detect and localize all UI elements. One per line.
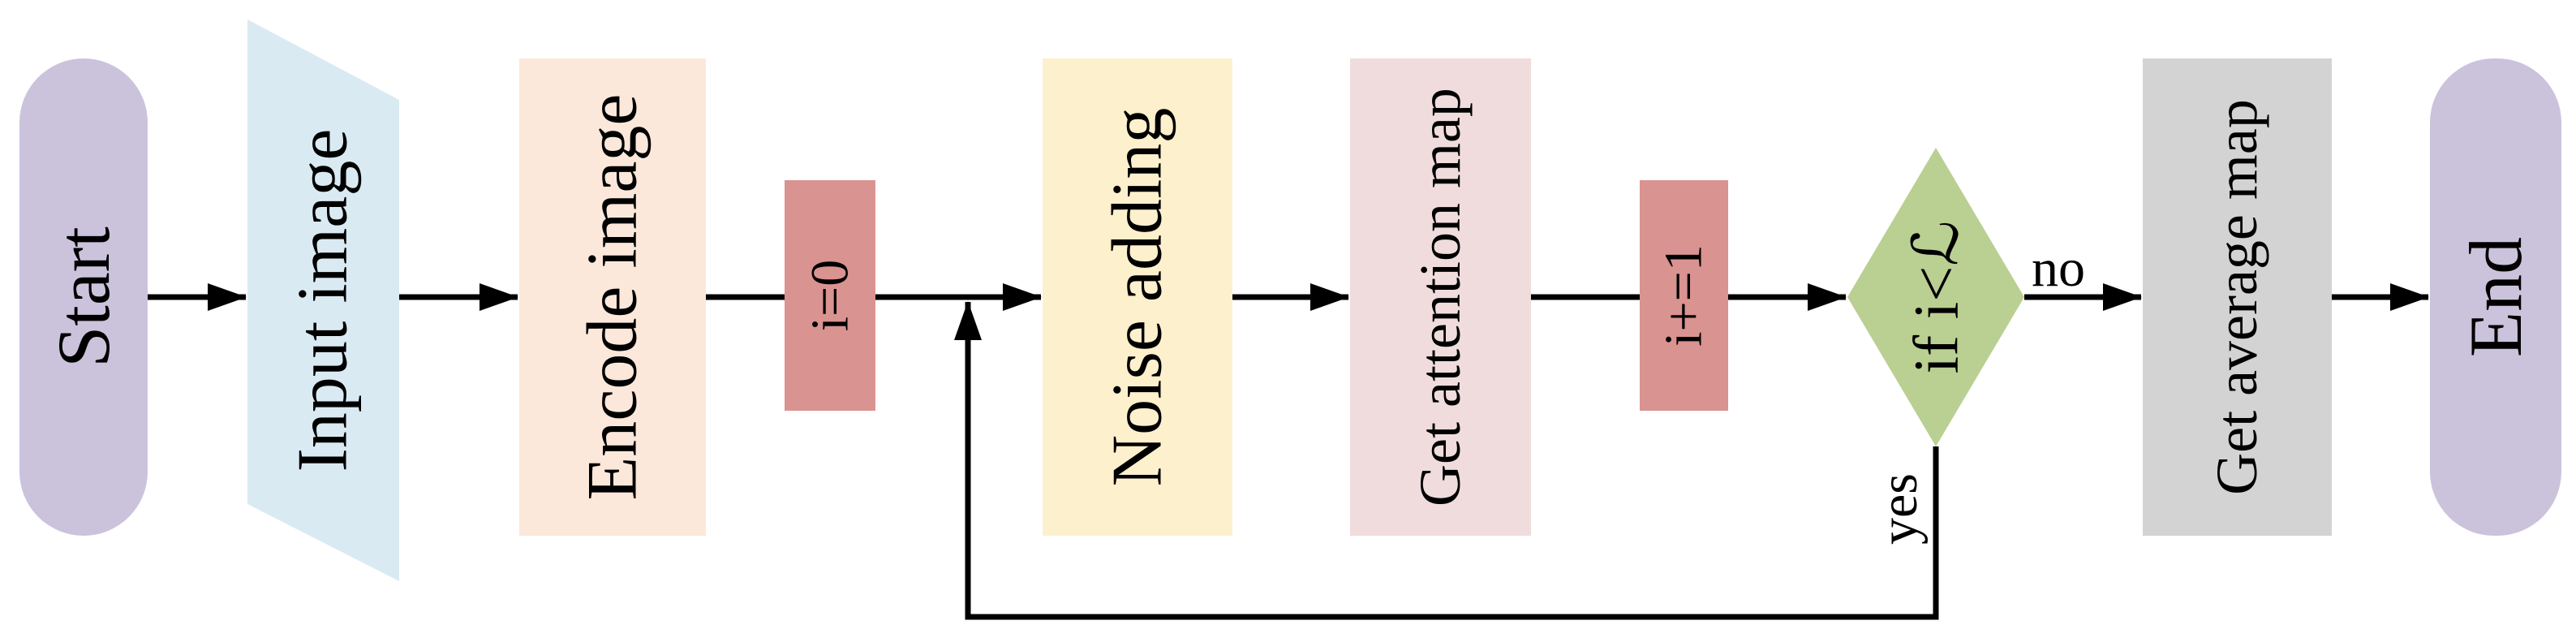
node-input-image [247,19,399,581]
label-start: Start [42,226,125,368]
label-init-counter: i=0 [801,260,860,332]
arrow-yes-loopback [954,301,1939,620]
label-get-attention-map: Get attention map [1408,88,1473,507]
label-loop-condition: if i<ℒ [1901,221,1972,374]
node-init-counter [785,180,875,411]
label-yes-branch: yes [1869,473,1929,545]
node-loop-condition [1847,148,2024,446]
label-input-image: Input image [284,129,363,472]
node-end [2430,58,2561,536]
node-get-average-map [2143,58,2332,536]
label-increment-counter: i+=1 [1654,244,1714,347]
node-get-attention-map [1350,58,1531,536]
label-encode-image: Encode image [574,94,652,501]
label-get-average-map: Get average map [2204,99,2269,495]
node-noise-adding [1043,58,1232,536]
label-no-branch: no [2032,239,2085,298]
node-start [19,58,148,536]
node-encode-image [519,58,706,536]
label-end: End [2454,237,2537,357]
node-increment-counter [1640,180,1728,411]
label-noise-adding: Noise adding [1099,108,1177,487]
